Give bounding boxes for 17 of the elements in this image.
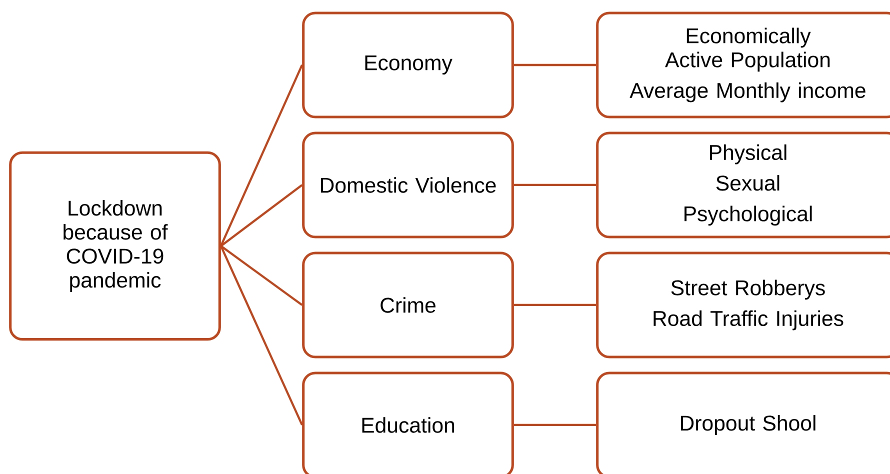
category-box: Economy: [302, 12, 514, 118]
category-box: Domestic Violence: [302, 132, 514, 238]
connector-line: [514, 64, 596, 66]
detail-box: Economically Active Population Average Monthly income: [596, 12, 890, 118]
detail-box: Physical Sexual Psychological: [596, 132, 890, 238]
connector-line: [220, 64, 304, 246]
connector-line: [514, 184, 596, 186]
category-box: Crime: [302, 252, 514, 358]
connector-line: [514, 304, 596, 306]
connector-line: [220, 184, 303, 247]
connector-line: [220, 245, 303, 306]
process-box: Lockdown because of COVID-19 pandemic: [9, 151, 221, 341]
connector-line: [220, 246, 304, 426]
connector-line: [514, 424, 596, 426]
detail-box: Street Robberys Road Traffic Injuries: [596, 252, 890, 358]
category-box: Education: [302, 372, 514, 474]
detail-box: Dropout Shool: [596, 372, 890, 474]
